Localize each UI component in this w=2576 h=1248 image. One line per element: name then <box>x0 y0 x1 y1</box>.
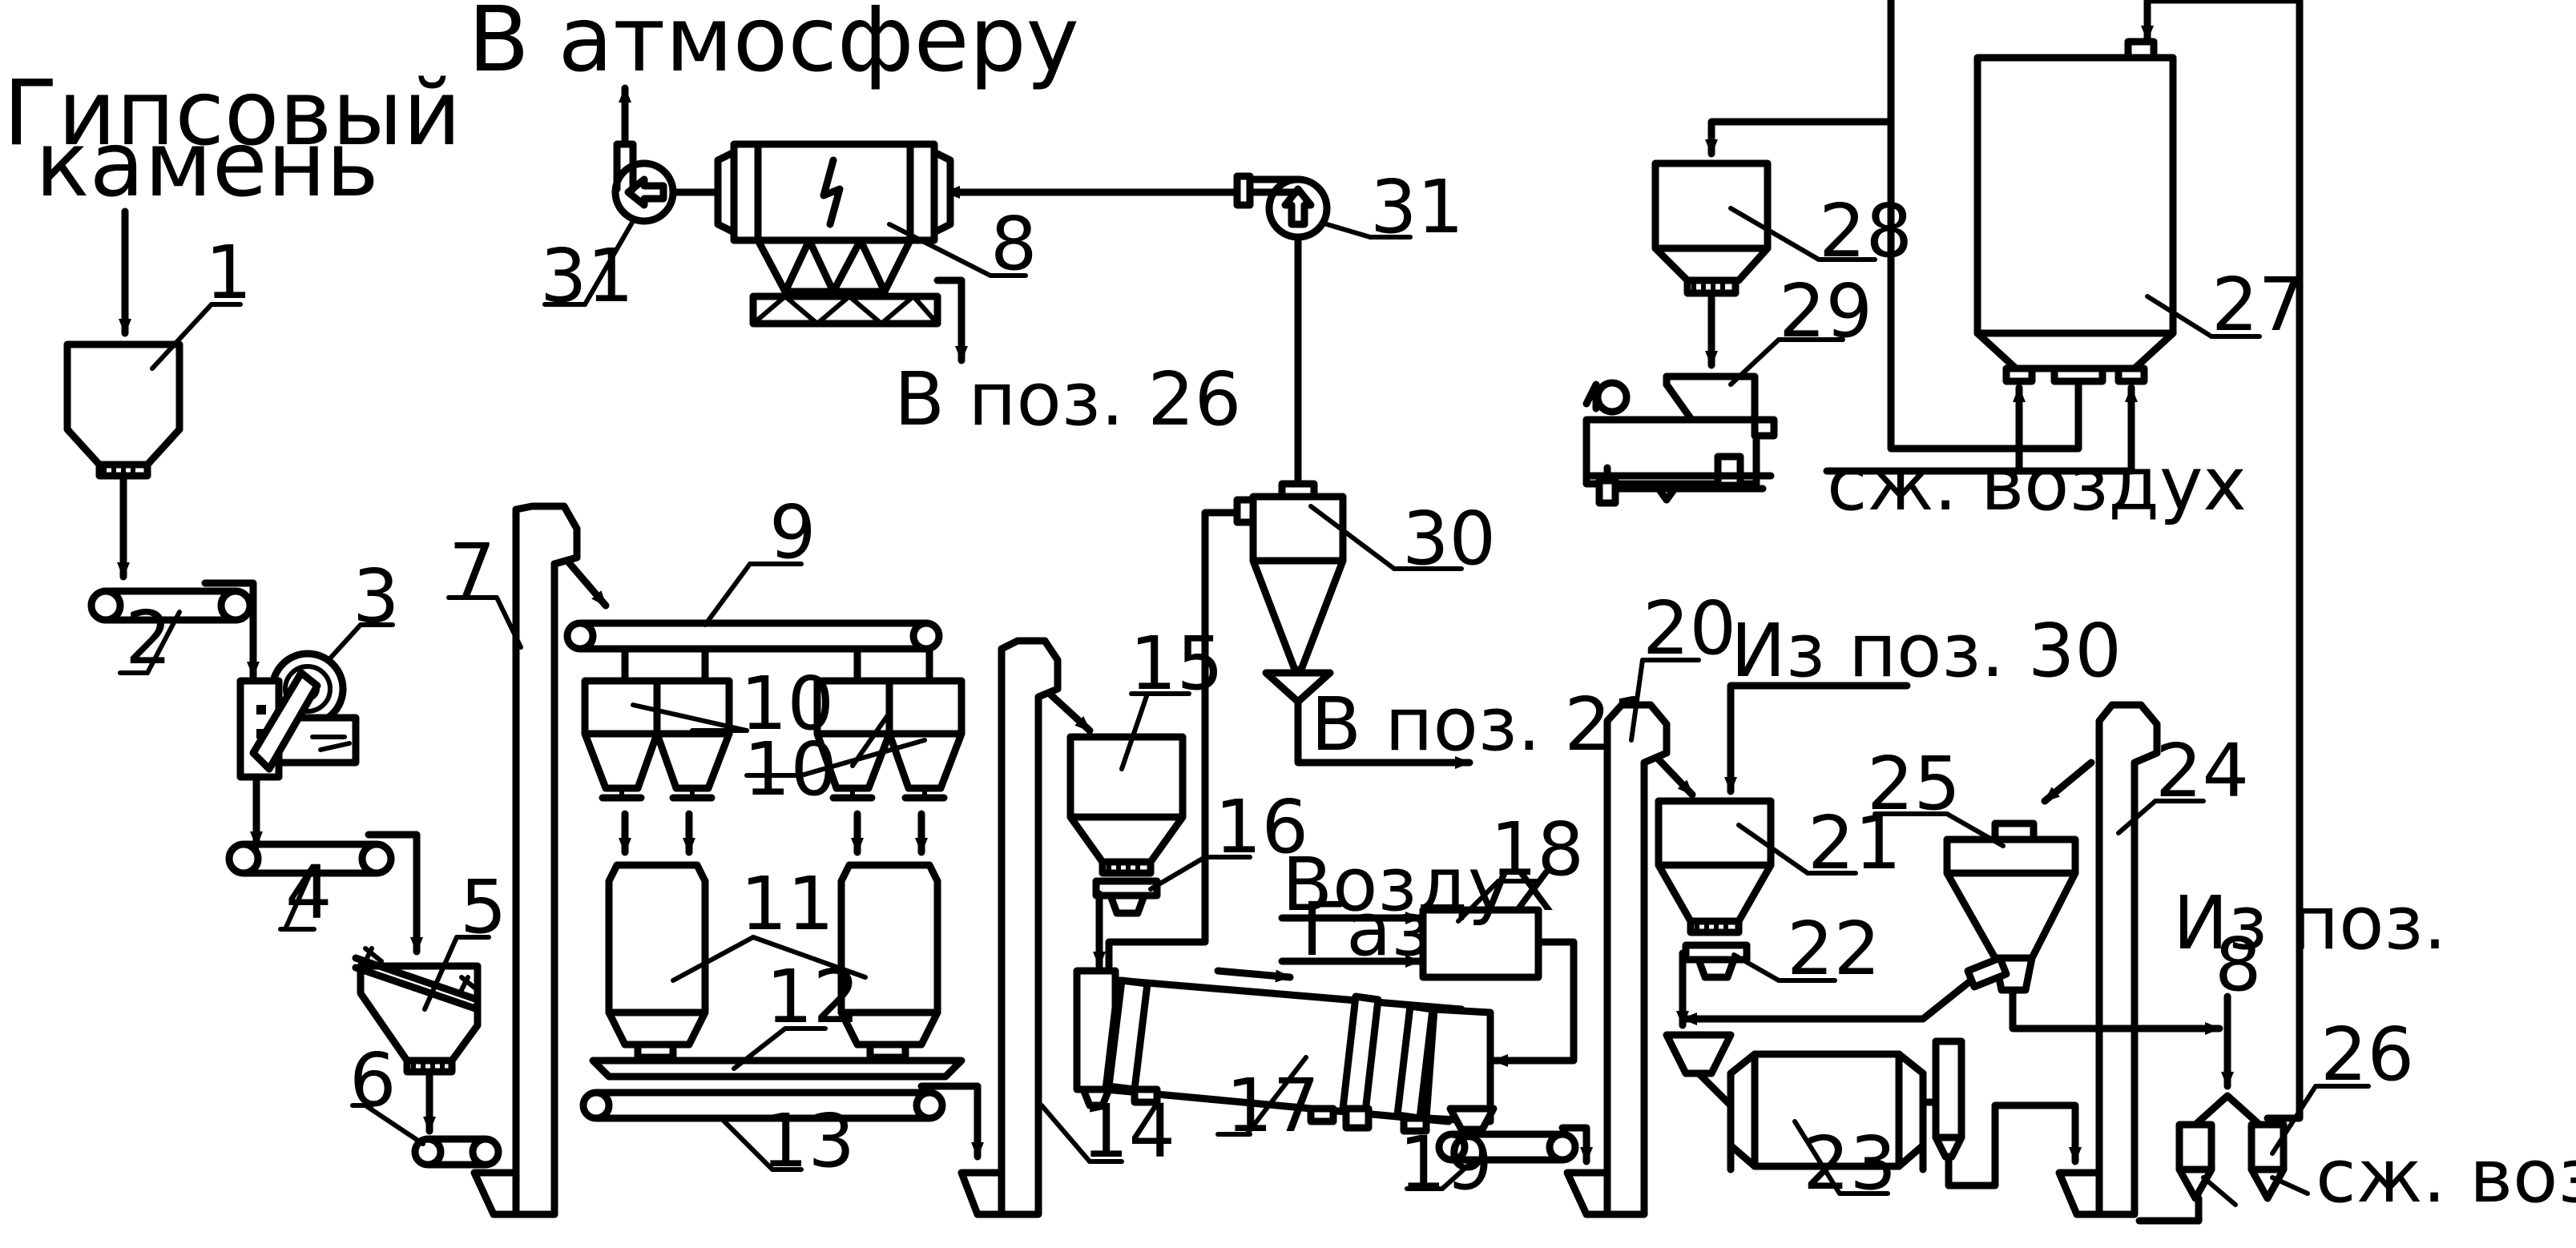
compressed-air-top-label: сж. воздух <box>1827 441 2247 527</box>
air-gas-inlets: Воздух Газ <box>1278 842 1555 972</box>
fan-31-left <box>542 84 722 307</box>
label-pos-11: 11 <box>740 861 834 947</box>
label-pos-12: 12 <box>766 954 860 1040</box>
label-pos-15: 15 <box>1130 621 1223 707</box>
belt-conveyor-13 <box>579 1082 984 1172</box>
elevator20-to-hopper21 <box>1655 755 1696 799</box>
rotary-dryer-17 <box>1073 967 1494 1137</box>
label-pos-27: 27 <box>2211 262 2305 348</box>
elevator7-to-conveyor9 <box>563 557 610 610</box>
cyclone-to-pos21-arrow <box>1294 698 1473 769</box>
label-pos-1: 1 <box>205 230 252 316</box>
vibrating-screen-5 <box>352 935 491 1076</box>
hammer-crusher-3 <box>236 622 395 781</box>
label-pos-23: 23 <box>1803 1121 1897 1206</box>
label-pos-31-left: 31 <box>540 233 634 319</box>
ball-mill-23 <box>1663 1031 2082 1196</box>
from-pos8-label-1: Из поз. <box>2173 880 2447 966</box>
electrofilter-8 <box>714 140 1028 364</box>
compressed-air-lines <box>1705 0 2138 475</box>
label-pos-18: 18 <box>1490 807 1584 892</box>
label-pos-24: 24 <box>2155 728 2249 814</box>
elevator14-to-hopper15 <box>1046 690 1094 735</box>
label-pos-4: 4 <box>285 850 333 936</box>
label-pos-22: 22 <box>1787 906 1881 992</box>
label-pos-16: 16 <box>1215 784 1308 870</box>
storage-hoppers-10 <box>581 677 965 802</box>
svg-text:Гипсовый: Гипсовый <box>3 62 462 166</box>
label-pos-13: 13 <box>761 1098 855 1184</box>
belt-conveyor-6 <box>350 1103 502 1169</box>
label-pos-28: 28 <box>1819 188 1913 274</box>
fan-31-right <box>1233 172 1413 488</box>
label-pos-25: 25 <box>1867 741 1961 827</box>
elevator24-to-separator <box>2041 759 2095 805</box>
to-pos26-label: В поз. 26 <box>894 356 1241 442</box>
label-pos-3: 3 <box>353 554 400 639</box>
from-pos30-label: Из поз. 30 <box>1731 608 2122 694</box>
label-pos-17: 17 <box>1226 1063 1320 1149</box>
label-pos-29: 29 <box>1779 268 1873 354</box>
feeder-22 <box>1676 941 1837 1029</box>
feed-hopper-1 <box>63 302 243 480</box>
label-pos-31-right: 31 <box>1370 164 1464 250</box>
storage-silo-27 <box>1973 38 2262 385</box>
pneumatic-chambers-26 <box>2135 0 2371 1225</box>
label-pos-9: 9 <box>769 489 816 575</box>
label-pos-26: 26 <box>2320 1012 2414 1097</box>
label-pos-30: 30 <box>1402 496 1496 582</box>
compressed-air-bottom-label: сж. воздух <box>2316 1133 2576 1219</box>
label-pos-8: 8 <box>990 201 1038 287</box>
label-pos-7: 7 <box>449 528 496 614</box>
distribution-conveyor-9 <box>563 562 943 685</box>
label-pos-20: 20 <box>1643 586 1736 671</box>
to-pos21-label: В поз. 21 <box>1311 682 1658 767</box>
bucket-elevator-7 <box>446 502 581 1218</box>
feeder-16 <box>1092 855 1252 917</box>
separator-25 <box>1679 811 2223 1035</box>
collecting-screw-12 <box>589 1026 965 1081</box>
belt-conveyor-19 <box>1405 1105 1593 1191</box>
belt-conveyor-2 <box>87 579 260 680</box>
hoppers-to-tanks-arrows <box>619 810 928 856</box>
from-pos8-label-2: 8 <box>2215 922 2262 1008</box>
label-pos-10-bottom: 10 <box>744 727 837 812</box>
label-pos-10-top: 10 <box>740 661 834 747</box>
furnace-18 <box>1419 879 1578 1067</box>
to-atmosphere-label: В атмосферу <box>468 0 1079 92</box>
hopper-21 <box>1655 682 1911 936</box>
bucket-elevator-14 <box>957 637 1124 1218</box>
belt-conveyor-4 <box>225 831 423 956</box>
bucket-elevator-20 <box>1563 658 1701 1218</box>
bucket-elevator-24 <box>2055 701 2206 1218</box>
silos-11 <box>605 861 941 1061</box>
label-pos-5: 5 <box>460 864 507 950</box>
cyclone-30 <box>1105 480 1464 970</box>
hopper-28 <box>1651 159 1877 369</box>
label-pos-19: 19 <box>1399 1121 1493 1206</box>
svg-text:камень: камень <box>35 113 379 217</box>
label-pos-6: 6 <box>349 1037 397 1123</box>
gypsum-stone-label: Гипсовый камень <box>3 62 462 217</box>
hopper-15 <box>1066 691 1191 877</box>
packing-machine-29 <box>1582 337 1845 507</box>
label-pos-2: 2 <box>125 595 172 681</box>
